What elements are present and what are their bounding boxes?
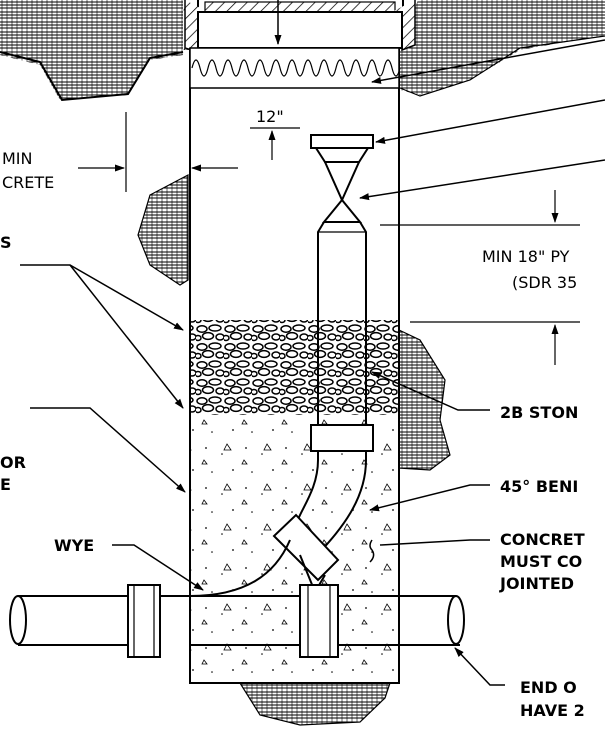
leader-lines bbox=[20, 39, 605, 686]
bend-label: 45° BENI bbox=[500, 477, 578, 496]
insulation bbox=[189, 0, 401, 89]
main-pipe bbox=[9, 584, 465, 658]
left-label-s: S bbox=[0, 233, 12, 252]
concrete-note-line3: JOINTED bbox=[499, 574, 574, 593]
min-18-label: MIN 18" PY bbox=[482, 247, 570, 266]
concrete-note-line1: CONCRET bbox=[500, 530, 585, 549]
dim-12-label: 12" bbox=[256, 107, 284, 126]
native-soil bbox=[137, 174, 451, 726]
labels: 12" MIN CRETE MIN 18" PY (SDR 35 S OR E … bbox=[0, 107, 585, 720]
riser-pipe bbox=[295, 134, 374, 553]
end-note-line1: END O bbox=[520, 678, 577, 697]
stone-label: 2B STON bbox=[500, 403, 578, 422]
end-note-line2: HAVE 2 bbox=[520, 701, 585, 720]
frame-and-cover bbox=[184, 0, 416, 54]
dimension-lines bbox=[78, 112, 580, 365]
sdr-label: (SDR 35 bbox=[512, 273, 577, 292]
wye-label: WYE bbox=[54, 536, 94, 555]
concrete-note-line2: MUST CO bbox=[500, 552, 582, 571]
left-label-or: OR bbox=[0, 453, 26, 472]
min-concrete-label-line1: MIN bbox=[2, 149, 33, 168]
left-label-e: E bbox=[0, 475, 11, 494]
min-concrete-label-line2: CRETE bbox=[2, 173, 54, 192]
